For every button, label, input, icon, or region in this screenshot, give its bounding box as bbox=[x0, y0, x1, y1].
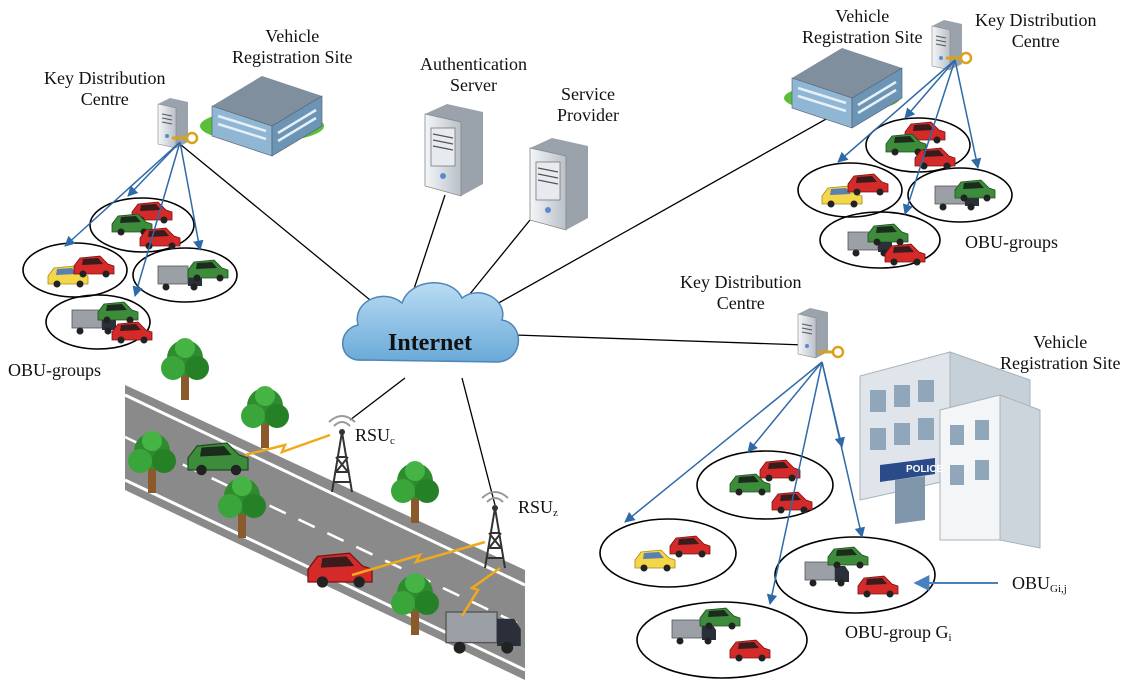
right-top-obu-groups-label: OBU-groups bbox=[965, 232, 1058, 252]
tree-icon bbox=[241, 386, 289, 448]
left-cluster bbox=[22, 74, 324, 350]
internet-label: Internet bbox=[388, 330, 472, 356]
left-obu-group-4 bbox=[45, 294, 151, 350]
rsu-c-tower-icon bbox=[328, 415, 356, 493]
left-obu-groups-label: OBU-groups bbox=[8, 360, 101, 380]
right-top-cluster bbox=[784, 19, 1013, 269]
police-station-icon bbox=[859, 351, 1041, 549]
right-bottom-obu-group-2 bbox=[599, 518, 737, 588]
right-top-obu-group-4 bbox=[819, 211, 941, 269]
right-top-obu-group-3 bbox=[907, 167, 1013, 223]
rsu-c-label: RSUc bbox=[355, 425, 395, 447]
authentication-server-icon bbox=[424, 103, 484, 197]
police-sign: POLICE bbox=[906, 464, 944, 475]
road-scene bbox=[124, 338, 526, 680]
left-registration-building-icon bbox=[210, 74, 324, 158]
tree-icon bbox=[161, 338, 209, 400]
right-bottom-cluster: POLICE bbox=[599, 307, 1041, 679]
internet-cloud bbox=[341, 282, 520, 363]
service-provider-server-icon bbox=[529, 137, 589, 231]
obu-group-gi-label: OBU-group Gi bbox=[845, 622, 952, 644]
internet-links bbox=[174, 99, 861, 506]
wireless-links bbox=[244, 433, 501, 617]
left-obu-group-1 bbox=[89, 197, 195, 253]
right-top-registration-building-icon bbox=[790, 46, 904, 130]
right-bottom-obu-group-1 bbox=[696, 450, 834, 520]
right-top-kdc-server-icon bbox=[931, 19, 963, 71]
left-obu-group-3 bbox=[132, 247, 238, 303]
obu-gij-label: OBUGi,j bbox=[1012, 573, 1067, 595]
right-bottom-obu-group-4 bbox=[636, 601, 808, 679]
rsu-z-label: RSUz bbox=[518, 497, 558, 519]
right-top-obu-group-2 bbox=[797, 162, 903, 218]
